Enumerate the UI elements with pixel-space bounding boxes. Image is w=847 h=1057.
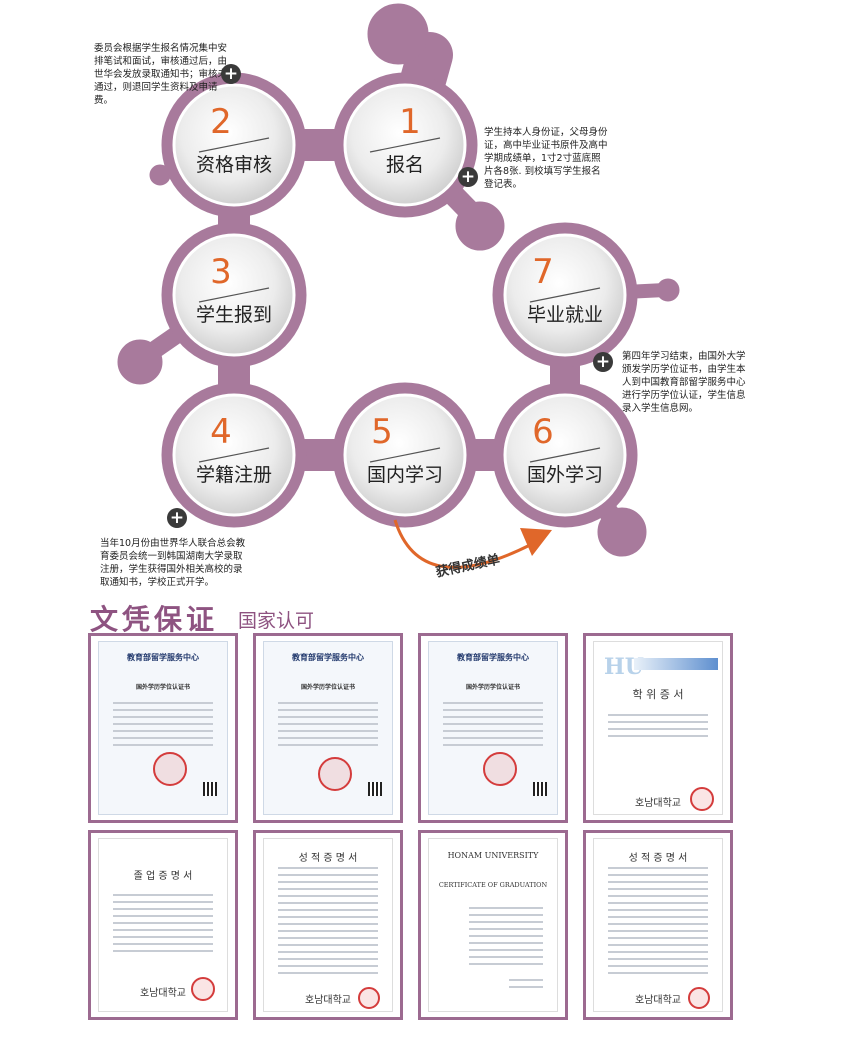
certificate-1: 教育部留学服务中心 国外学历学位认证书 (88, 633, 238, 823)
qr-code-icon (533, 782, 547, 796)
step-2-label: 资格审核 (195, 154, 272, 176)
qr-code-icon (368, 782, 382, 796)
step-2-number: 2 (210, 102, 232, 142)
certificate-3: 教育部留学服务中心 国外学历学位认证书 (418, 633, 568, 823)
step-7-label: 毕业就业 (526, 304, 603, 326)
cert-title: 国外学历学位认证书 (300, 684, 355, 691)
step-4-label: 学籍注册 (195, 464, 272, 486)
seal-icon (318, 757, 352, 791)
certificate-8: 성 적 증 명 서 호남대학교 (583, 830, 733, 1020)
cert-header: 教育部留学服务中心 (127, 653, 199, 662)
certificate-2: 教育部留学服务中心 国外学历学位认证书 (253, 633, 403, 823)
university-name: 호남대학교 (635, 995, 681, 1006)
note-register: 当年10月份由世界华人联合总会教育委员会统一到韩国湖南大学录取注册，学生获得国外… (100, 538, 246, 588)
seal-icon (483, 752, 517, 786)
transcript-title: 성 적 증 명 서 (298, 853, 358, 864)
university-name: 호남대학교 (635, 798, 681, 809)
certificate-5: 졸 업 증 명 서 호남대학교 (88, 830, 238, 1020)
transcript-title: 성 적 증 명 서 (628, 853, 688, 864)
graduation-title: 졸 업 증 명 서 (133, 871, 193, 882)
step-1-label: 报名 (385, 154, 424, 176)
cert-title: 国外学历学位认证书 (135, 684, 190, 691)
seal-icon (191, 977, 215, 1001)
transcript-arrow (393, 519, 531, 569)
step-1-number: 1 (399, 102, 421, 142)
qr-code-icon (203, 782, 217, 796)
note-graduate: 第四年学习结束，由国外大学颁发学历学位证书，由学生本人到中国教育部留学服务中心进… (622, 351, 746, 414)
degree-title: 학 위 증 서 (632, 688, 684, 701)
certificate-4: HU 학 위 증 서 호남대학교 (583, 633, 733, 823)
cert-title: 国外学历学位认证书 (465, 684, 520, 691)
university-name: 호남대학교 (140, 988, 186, 999)
seal-icon (690, 787, 714, 811)
section-title: 文凭保证 (90, 603, 219, 636)
plus-icon-register: + (167, 508, 187, 528)
cert-header: 教育部留学服务中心 (457, 653, 529, 662)
step-4-number: 4 (210, 412, 232, 452)
arrow-head (520, 528, 552, 556)
university-name: 호남대학교 (305, 995, 351, 1006)
plus-icon-graduate: + (593, 352, 613, 372)
note-review: 委员会根据学生报名情况集中安排笔试和面试，审核通过后，由世华会发放录取通知书；审… (94, 43, 228, 106)
step-5-label: 国内学习 (366, 464, 443, 486)
step-3-number: 3 (210, 252, 232, 292)
plus-icon-signup: + (458, 167, 478, 187)
note-signup: 学生持本人身份证，父母身份证，高中毕业证书原件及高中学期成绩单，1寸2寸蓝底照片… (484, 127, 608, 190)
certificate-7: HONAM UNIVERSITY CERTIFICATE OF GRADUATI… (418, 830, 568, 1020)
certificate-6: 성 적 증 명 서 호남대학교 (253, 830, 403, 1020)
seal-icon (688, 987, 710, 1009)
honam-header: HONAM UNIVERSITY (447, 851, 539, 860)
section-subtitle: 国家认可 (238, 610, 315, 632)
seal-icon (358, 987, 380, 1009)
seal-icon (153, 752, 187, 786)
step-5-number: 5 (371, 412, 393, 452)
step-7-number: 7 (532, 252, 554, 292)
step-3-label: 学生报到 (195, 304, 272, 326)
process-flow-diagram (117, 3, 680, 569)
step-6-label: 国外学习 (526, 464, 603, 486)
graduation-certificate-title: CERTIFICATE OF GRADUATION (438, 881, 548, 889)
cert-header: 教育部留学服务中心 (292, 653, 364, 662)
step-6-number: 6 (532, 412, 554, 452)
plus-icon-review: + (221, 64, 241, 84)
